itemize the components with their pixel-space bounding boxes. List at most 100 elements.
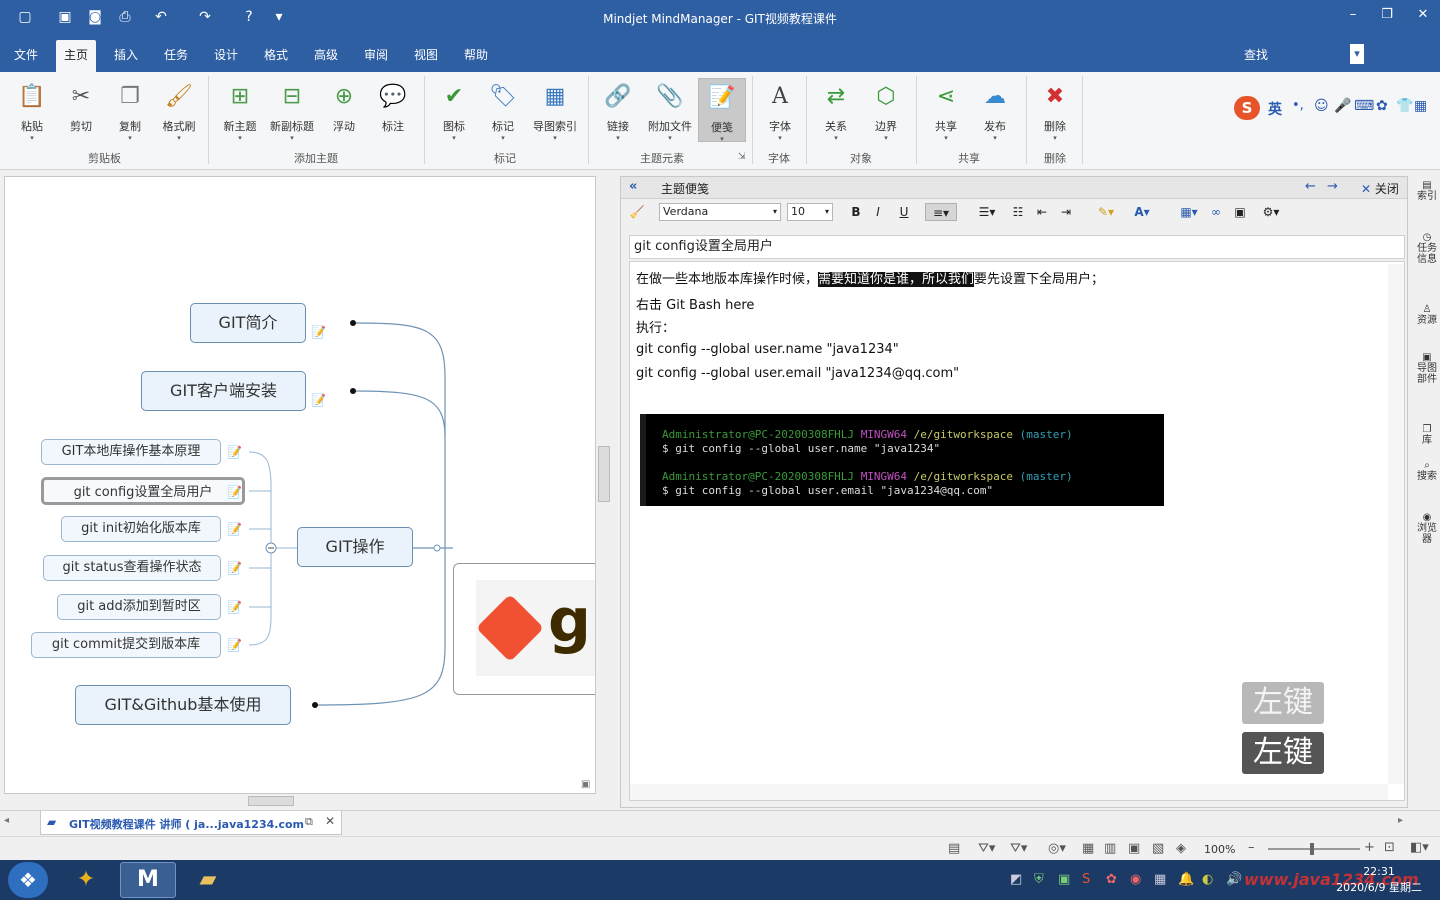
link-button[interactable]: 🔗链接▾ — [604, 84, 632, 142]
format-painter-button[interactable]: 🖌格式刷▾ — [162, 84, 196, 142]
boundary-button[interactable]: ⬡边界▾ — [862, 78, 910, 142]
notification-icon[interactable]: 🔔 — [1178, 872, 1195, 887]
outdent-icon[interactable]: ⇤ — [1036, 205, 1048, 219]
tshirt-icon[interactable]: 👕 — [1396, 98, 1414, 114]
document-view-icon[interactable]: ▥ — [1104, 841, 1117, 856]
arrow-right-icon[interactable]: → — [1327, 179, 1338, 194]
skin-icon[interactable]: ✿ — [1376, 98, 1388, 114]
note-topic-title[interactable]: git config设置全局用户 — [629, 235, 1405, 259]
arrow-left-icon[interactable]: ← — [1305, 179, 1316, 194]
customize-qa-icon[interactable]: ▾ — [275, 9, 283, 25]
help-icon[interactable]: ? — [245, 9, 253, 25]
presentation-view-icon[interactable]: ◈ — [1176, 841, 1186, 856]
note-icon[interactable]: 📝 — [311, 393, 326, 407]
underline-icon[interactable]: U — [899, 205, 909, 219]
network-icon[interactable]: ▦ — [1154, 872, 1167, 887]
note-icon[interactable]: 📝 — [227, 638, 242, 652]
delete-button[interactable]: ✖删除▾ — [1031, 78, 1079, 142]
system-clock[interactable]: 22:31 2020/6/9 星期二 — [1336, 865, 1422, 894]
icons-button[interactable]: ✔图标▾ — [430, 78, 478, 142]
document-tab[interactable]: ▰ GIT视频教程课件 讲师 ( ja...java1234.com ⧉ ✕ — [40, 811, 342, 835]
close-window-icon[interactable]: ✕ — [1417, 7, 1429, 22]
note-icon[interactable]: 📝 — [227, 485, 242, 499]
subtopic-git-status[interactable]: git status查看操作状态 — [43, 555, 221, 581]
filter-icon[interactable]: ⛛▾ — [978, 841, 996, 856]
focus-icon[interactable]: ◎▾ — [1048, 841, 1066, 856]
topic-git-intro[interactable]: GIT简介 — [190, 303, 306, 343]
font-size-select[interactable]: 10▾ — [787, 203, 833, 221]
menu-format[interactable]: 格式 — [264, 48, 289, 62]
new-file-icon[interactable]: ▢ — [18, 9, 32, 25]
ribbon-collapse-icon[interactable]: ▾ — [1350, 44, 1364, 64]
redo-icon[interactable]: ↷ — [199, 9, 211, 25]
toolbox-icon[interactable]: ▦ — [1414, 98, 1428, 114]
ime-tray-icon[interactable]: S — [1082, 872, 1091, 887]
menu-task[interactable]: 任务 — [164, 48, 189, 62]
calendar-view-icon[interactable]: ▣ — [1128, 841, 1141, 856]
insert-image-icon[interactable]: ▣ — [1234, 205, 1246, 219]
undo-icon[interactable]: ↶ — [155, 9, 167, 25]
subtopic-git-init[interactable]: git init初始化版本库 — [61, 516, 221, 542]
float-tab-icon[interactable]: ⧉ — [305, 815, 313, 828]
menu-help[interactable]: 帮助 — [464, 48, 489, 62]
italic-icon[interactable]: I — [876, 205, 880, 219]
highlight-icon[interactable]: ✎▾ — [1097, 205, 1115, 219]
share-button[interactable]: ⋖共享▾ — [922, 78, 970, 142]
layout-icon[interactable]: ◧▾ — [1410, 840, 1429, 855]
relationship-button[interactable]: ⇄关系▾ — [812, 78, 860, 142]
font-name-select[interactable]: Verdana▾ — [659, 203, 781, 221]
map-view-icon[interactable]: ▦ — [1082, 841, 1095, 856]
more-options-icon[interactable]: ⚙▾ — [1262, 205, 1280, 219]
paste-button[interactable]: 📋粘贴▾ — [18, 84, 46, 142]
emoji-icon[interactable]: ☺ — [1314, 98, 1329, 114]
app-tray-icon[interactable]: ◉ — [1130, 872, 1142, 887]
filter-advanced-icon[interactable]: ⛛▾ — [1010, 841, 1028, 856]
bullet-list-icon[interactable]: ☷ — [1012, 205, 1024, 219]
topic-git-github-basics[interactable]: GIT&Github基本使用 — [75, 685, 291, 725]
note-vertical-scrollbar[interactable] — [1388, 264, 1404, 784]
tabs-scroll-right-icon[interactable]: ▸ — [1398, 815, 1404, 826]
fit-map-icon[interactable]: ⊡ — [1384, 840, 1395, 855]
tray-icon[interactable]: ◩ — [1010, 872, 1023, 887]
subtopic-git-add[interactable]: git add添加到暂时区 — [57, 594, 221, 620]
side-tab-map-parts[interactable]: ▣导图部件 — [1417, 352, 1437, 385]
note-icon[interactable]: 📝 — [311, 325, 326, 339]
note-editor[interactable]: 在做一些本地版本库操作时候，需要知道你是谁，所以我们要先设置下全局用户； 右击 … — [629, 261, 1405, 801]
start-button[interactable]: ❖ — [8, 862, 48, 898]
subtopic-git-commit[interactable]: git commit提交到版本库 — [31, 632, 221, 658]
taskbar-explorer[interactable]: ▰ — [180, 862, 236, 898]
menu-home[interactable]: 主页 — [56, 40, 97, 72]
tags-button[interactable]: 🏷标记▾ — [489, 84, 517, 142]
nvidia-icon[interactable]: ▣ — [1058, 872, 1071, 887]
zoom-fit-icon[interactable]: ▣ — [581, 779, 591, 790]
copy-button[interactable]: ❐复制▾ — [106, 78, 154, 142]
note-icon[interactable]: 📝 — [227, 522, 242, 536]
find-button[interactable]: 查找 — [1244, 48, 1269, 62]
keyboard-icon[interactable]: ⌨ — [1354, 98, 1375, 114]
app-tray-icon[interactable]: ◐ — [1202, 872, 1214, 887]
font-color-icon[interactable]: A▾ — [1134, 205, 1150, 219]
sogou-logo-icon[interactable]: S — [1234, 96, 1260, 120]
align-icon[interactable]: ≡▾ — [925, 203, 957, 221]
indent-icon[interactable]: ⇥ — [1060, 205, 1072, 219]
close-tab-icon[interactable]: ✕ — [325, 814, 336, 828]
app-tray-icon[interactable]: ✿ — [1106, 872, 1117, 887]
outline-view-icon[interactable]: ▤ — [948, 841, 961, 856]
collapse-pane-icon[interactable]: « — [629, 179, 638, 194]
restore-icon[interactable]: ❐ — [1381, 7, 1393, 22]
side-tab-browser[interactable]: ◉浏览器 — [1417, 512, 1437, 545]
new-subtopic-button[interactable]: ⊟新副标题▾ — [270, 84, 314, 142]
attach-file-button[interactable]: 📎附加文件▾ — [648, 84, 692, 142]
side-tab-task-info[interactable]: ◷任务信息 — [1417, 232, 1437, 265]
clear-format-icon[interactable]: 🧹 — [629, 205, 645, 219]
central-topic[interactable]: g — [453, 563, 595, 695]
note-icon[interactable]: 📝 — [227, 445, 242, 459]
note-horizontal-scrollbar[interactable] — [630, 784, 1388, 800]
note-icon[interactable]: 📝 — [227, 561, 242, 575]
save-icon[interactable]: ◙ — [88, 9, 102, 25]
bold-icon[interactable]: B — [851, 205, 861, 219]
float-topic-button[interactable]: ⊕浮动 — [320, 78, 368, 142]
table-icon[interactable]: ▦▾ — [1180, 205, 1198, 219]
numbered-list-icon[interactable]: ☰▾ — [978, 205, 996, 219]
gantt-view-icon[interactable]: ▧ — [1152, 841, 1165, 856]
